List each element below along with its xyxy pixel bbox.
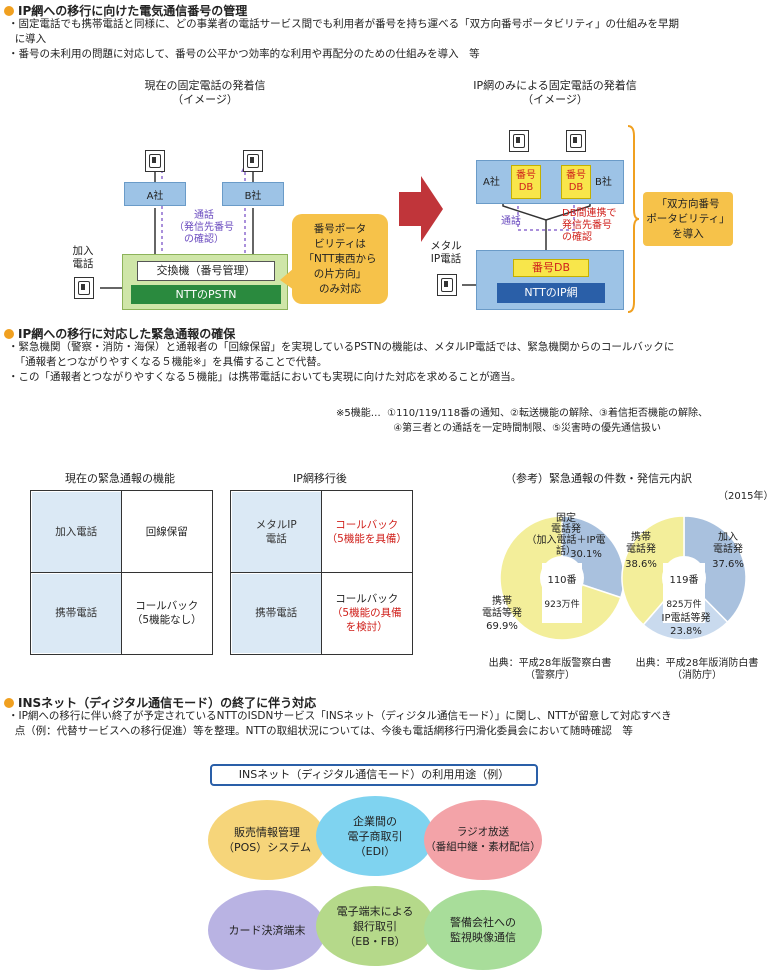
pie2-value-mobile: 38.6% (625, 559, 657, 570)
number-db-ntt: 番号DB (513, 259, 589, 277)
pie2-label-mobile: 携帯 電話発 (626, 532, 656, 555)
pie-slice (683, 515, 747, 624)
call-note: 通話 （発信先番号 の確認） (174, 210, 234, 245)
company-b-label: B社 (595, 177, 612, 188)
bullet-dot-icon (4, 329, 14, 339)
pie-charts (499, 515, 747, 641)
cell: コールバック （5機能なし） (121, 572, 212, 654)
call-label: 通話 (501, 216, 521, 227)
ntt-ip-label: NTTのIP網 (497, 283, 605, 303)
section2-bullet1: ・緊急機関（警察・消防・海保）と通報者の「回線保留」を実現しているPSTNの機能… (8, 341, 675, 368)
table-current-title: 現在の緊急通報の機能 (65, 472, 175, 485)
table-current: 加入電話 回線保留 携帯電話 コールバック （5機能なし） (30, 490, 213, 655)
phone-icon (509, 130, 529, 152)
pie1-value-mobile: 69.9% (486, 621, 518, 632)
bullet-dot-icon (4, 6, 14, 16)
section3-bullet1: ・IP網への移行に伴い終了が予定されているNTTのISDNサービス「INSネット… (8, 710, 672, 737)
ins-use-oval: 電子端末による 銀行取引 （EB・FB） (316, 886, 434, 966)
pie2-value-ip: 23.8% (670, 626, 702, 637)
cell: コールバック （5機能の具備 を検討） (321, 572, 412, 654)
table-after-title: IP網移行後 (293, 472, 347, 485)
callout-one-way: 番号ポータ ビリティは 「NTT東西から の片方向」 のみ対応 (292, 214, 388, 304)
pie2-source: 出典：平成28年版消防白書 （消防庁） (635, 658, 759, 681)
ntt-ip-network-box: 番号DB NTTのIP網 (476, 250, 624, 310)
number-db-b: 番号 DB (561, 165, 591, 199)
ins-use-oval: 企業間の 電子商取引 （EDI） (316, 796, 434, 876)
subscriber-label: 加入 電話 (72, 245, 94, 270)
cell: 携帯電話 (231, 572, 322, 654)
cell: メタルIP 電話 (231, 491, 322, 573)
company-b-box: B社 (222, 182, 284, 206)
cell: コールバック （5機能を具備） (321, 491, 412, 573)
company-a-box: A社 (124, 182, 186, 206)
divider (121, 490, 122, 655)
section1-title: IP網への移行に向けた電気通信番号の管理 (4, 2, 247, 19)
pie-slice (621, 515, 685, 626)
divider (321, 490, 322, 655)
pstn-label: NTTのPSTN (131, 285, 281, 304)
phone-icon (74, 277, 94, 299)
db-link-note: DB間連携で 発信先番号 の確認 (562, 208, 617, 243)
pie1-value-fixed: 30.1% (570, 549, 602, 560)
left-diagram-title: 現在の固定電話の発着信 （イメージ） (144, 79, 266, 106)
pie1-source: 出典：平成28年版警察白書 （警察庁） (488, 658, 612, 681)
bullet-dot-icon (4, 698, 14, 708)
arrow-right-icon (399, 176, 443, 242)
section1-bullet1: ・固定電話でも携帯電話と同様に、どの事業者の電話サービス間でも利用者が番号を持ち… (8, 18, 680, 45)
pie2-label-ip: IP電話等発 (661, 613, 711, 624)
pie2-value-subscriber: 37.6% (712, 559, 744, 570)
cell: 携帯電話 (31, 572, 122, 654)
right-diagram-title: IP網のみによる固定電話の発着信 （イメージ） (473, 79, 637, 106)
number-db-a: 番号 DB (511, 165, 541, 199)
pie1-label-fixed: 固定 電話発 （加入電話＋IP電話） (526, 513, 606, 557)
cell: 回線保留 (121, 491, 212, 573)
pie1-label-mobile: 携帯 電話等発 (482, 596, 522, 619)
callout-two-way: 「双方向番号 ポータビリティ」 を導入 (643, 192, 733, 246)
exchange-box: 交換機（番号管理） (137, 261, 275, 281)
section3-title: INSネット（ディジタル通信モード）の終了に伴う対応 (4, 694, 316, 711)
five-functions-note: ※5機能… ①110/119/118番の通知、②転送機能の解除、③着信拒否機能の… (336, 408, 708, 434)
metal-ip-label: メタル IP電話 (430, 240, 462, 265)
ins-use-oval: カード決済端末 (208, 890, 326, 970)
phone-icon (437, 274, 457, 296)
section2-title: IP網への移行に対応した緊急通報の確保 (4, 325, 235, 342)
section2-bullet2: ・この「通報者とつながりやすくなる５機能」は携帯電話においても実現に向けた対応を… (8, 371, 522, 383)
ins-use-oval: ラジオ放送 （番組中継・素材配信） (424, 800, 542, 880)
company-a-label: A社 (483, 177, 500, 188)
pie2-label-subscriber: 加入 電話発 (713, 532, 743, 555)
ins-use-oval: 販売情報管理 （POS）システム (208, 800, 326, 880)
phone-icon (566, 130, 586, 152)
ins-title: INSネット（ディジタル通信モード）の利用用途（例） (210, 764, 538, 786)
section1-bullet2: ・番号の未利用の問題に対応して、番号の公平かつ効率的な利用や再配分のための仕組み… (8, 48, 480, 60)
pie1-center: 110番 923万件 (542, 563, 582, 623)
callout-pointer (280, 268, 294, 290)
pstn-network-box: 交換機（番号管理） NTTのPSTN (122, 254, 288, 310)
bracket (627, 125, 640, 313)
ref-title: （参考）緊急通報の件数・発信元内訳 (505, 472, 692, 485)
company-zone: A社 番号 DB 番号 DB B社 (476, 160, 624, 204)
ref-year: （2015年） (718, 491, 774, 502)
pie2-center: 119番 825万件 (663, 563, 705, 623)
phone-icon (145, 150, 165, 172)
phone-icon (243, 150, 263, 172)
cell: 加入電話 (31, 491, 122, 573)
ins-use-oval: 警備会社への 監視映像通信 (424, 890, 542, 970)
